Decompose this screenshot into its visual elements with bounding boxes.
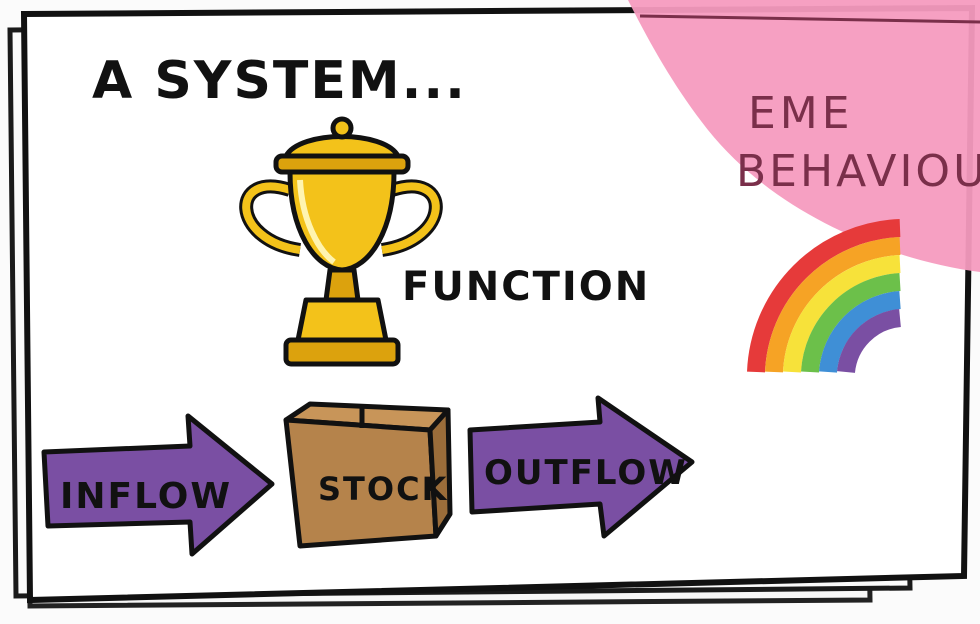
page-title: A SYSTEM... (92, 51, 467, 111)
function-label: FUNCTION (402, 264, 650, 310)
inflow-arrow (41, 413, 275, 557)
trophy-icon (239, 116, 443, 367)
outflow-label: OUTFLOW (484, 453, 688, 493)
emergent-band (628, 0, 980, 272)
inflow-label: INFLOW (60, 476, 232, 517)
stock-label: STOCK (318, 470, 448, 508)
stock-box-icon (283, 401, 453, 549)
emergent-label-line2: BEHAVIOU (736, 146, 980, 197)
outflow-arrow (467, 395, 695, 539)
rainbow-icon (747, 219, 902, 374)
emergent-label-line1: EME (748, 88, 854, 139)
